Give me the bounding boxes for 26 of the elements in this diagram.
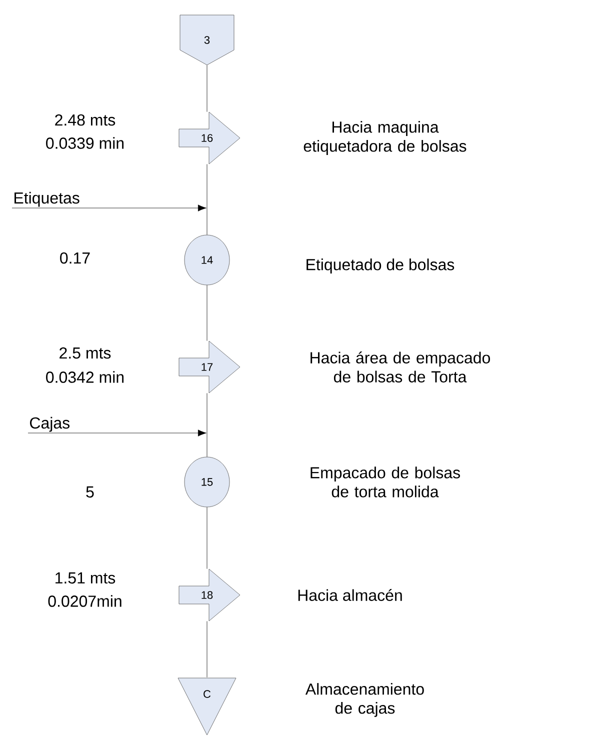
connector-line — [206, 507, 208, 569]
input-label: Etiquetas — [14, 192, 80, 207]
arrow — [28, 430, 206, 436]
side-label: Almacenamiento de cajas — [305, 683, 424, 717]
side-label: Empacado de bolsas de torta molida — [310, 466, 460, 498]
side-label: Etiquetado de bolsas — [306, 258, 454, 274]
storage-triangle: 3 — [180, 14, 234, 66]
side-label: Hacia almacén — [298, 589, 402, 601]
connector-line — [206, 65, 208, 112]
side-label: Hacia área de empacado de bolsas de Torta — [310, 352, 490, 382]
side-label: Hacia maquina etiquetadora de bolsas — [304, 121, 466, 155]
side-label: 2.48 mts — [55, 114, 116, 126]
side-label: 0.0207min — [48, 595, 122, 607]
connector-line — [206, 285, 208, 341]
storage-triangle: C — [178, 678, 236, 736]
side-label: 0.17 — [60, 252, 90, 264]
connector-line — [206, 164, 208, 235]
arrow — [12, 204, 206, 212]
connector-line — [206, 393, 208, 457]
side-label: 0.0342 min — [46, 371, 124, 383]
side-label: 5 — [86, 486, 94, 498]
connector-line — [206, 621, 208, 678]
input-label: Cajas — [30, 416, 70, 432]
side-label: 1.51 mts — [56, 572, 116, 584]
side-label: 2.5 mts — [60, 347, 111, 359]
side-label: 0.0339 min — [46, 137, 124, 149]
